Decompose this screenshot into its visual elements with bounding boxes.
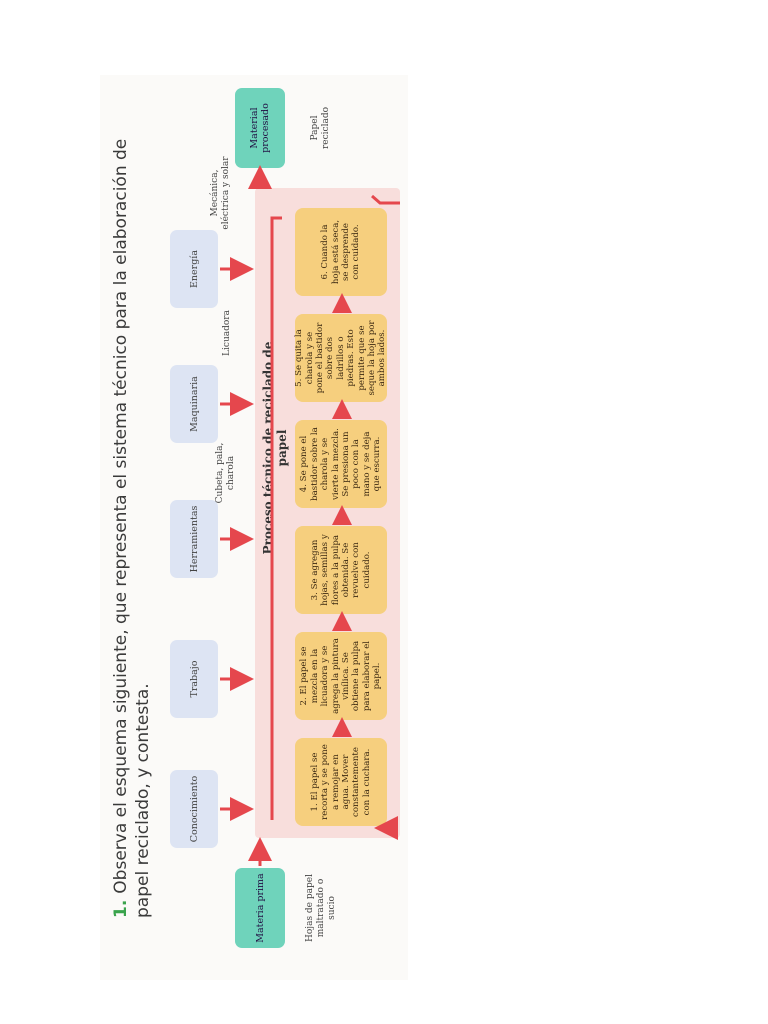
diagram-arrows — [220, 165, 400, 866]
arrow-bottom-right — [371, 194, 400, 205]
process-timeline — [270, 216, 282, 820]
diagram-landscape: 1.Observa el esquema siguiente, que repr… — [110, 88, 400, 948]
diagram-frame: 1.Observa el esquema siguiente, que repr… — [110, 88, 400, 948]
